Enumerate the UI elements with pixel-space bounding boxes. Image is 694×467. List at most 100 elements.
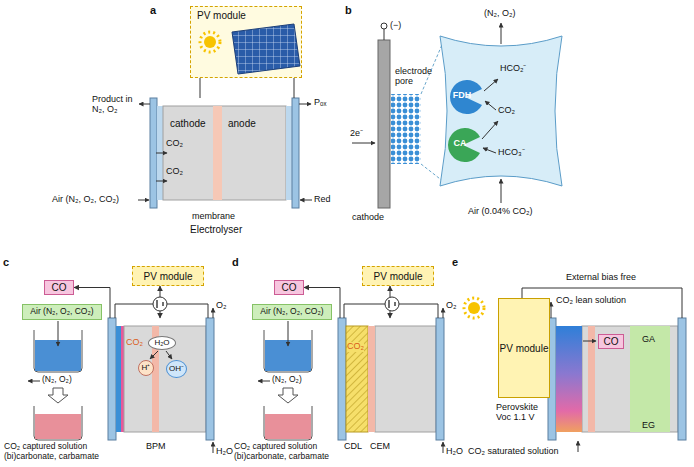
annotation-label: Air (0.04% CO₂) — [468, 206, 533, 216]
capture-beakers — [258, 321, 312, 440]
node-text: H⁺ — [142, 364, 151, 373]
water-oval: H₂O — [148, 336, 176, 350]
panel-e-drawing — [464, 298, 484, 318]
panel-letter: d — [232, 256, 239, 268]
panel-e-drawing — [588, 326, 595, 432]
node-text: CO — [282, 282, 297, 293]
node-text: Air (N₂, O₂, CO₂) — [30, 307, 93, 316]
panel-a-drawing — [156, 153, 167, 154]
pv-module-box: PV module — [498, 298, 550, 398]
panel-b-drawing — [378, 40, 390, 208]
enzyme-shape — [450, 80, 482, 114]
annotation-label: CO₂ — [166, 138, 183, 148]
node-text: BPM — [146, 442, 166, 452]
hydroxide-circle: OH⁻ — [166, 360, 187, 378]
annotation-label: (N₂, O₂) — [42, 375, 72, 385]
panel-a-drawing — [299, 104, 311, 105]
connector — [294, 78, 295, 98]
panel-c-drawing — [108, 318, 116, 440]
electrode-pore: HCO₂⁻CO₂HCO₃⁻FDHCA — [440, 36, 562, 186]
annotation-label: 2e⁻ — [350, 128, 363, 138]
annotation-label: (N₂, O₂) — [484, 8, 515, 18]
panel-b-drawing — [381, 23, 387, 29]
annotation-label: membrane — [192, 211, 235, 221]
panel-e-drawing — [551, 302, 552, 318]
annotation-label: Red — [314, 194, 331, 204]
panel-a-drawing — [150, 98, 157, 208]
node-text: PV module — [500, 343, 549, 354]
panel-b-drawing — [483, 148, 496, 153]
annotation-label: EG — [642, 420, 655, 430]
enzyme-ca: CA — [446, 128, 480, 162]
connector — [200, 78, 201, 98]
node-text: CO — [52, 282, 67, 293]
node-text: HCO₂⁻ — [500, 64, 527, 74]
panel-b-drawing — [352, 23, 562, 208]
panel-c-drawing — [28, 308, 214, 453]
panel-a-drawing — [292, 98, 299, 208]
annotation-label: O₂ — [446, 300, 457, 310]
annotation-label: H₂O — [216, 446, 233, 456]
annotation-label: Perovskite Voc 1.1 V — [496, 402, 550, 422]
annotation-label: (−) — [390, 20, 401, 30]
node-text: PV module — [144, 271, 193, 282]
capture-diffusion-layer: CO₂CDL — [346, 326, 368, 432]
annotation-label: electrode pore — [395, 66, 439, 86]
node-text: CO₂ — [347, 342, 364, 352]
panel-e-drawing — [678, 318, 686, 440]
node-text: OH⁻ — [169, 365, 184, 374]
panel-e-drawing — [468, 302, 480, 314]
node-text: PV module — [197, 10, 246, 21]
annotation-label: CO₂ — [166, 166, 183, 176]
panel-a-drawing — [163, 106, 286, 200]
node-text: PV module — [374, 271, 423, 282]
pv-module-box: PV module — [362, 266, 434, 286]
panel-a-drawing — [300, 200, 312, 201]
node-text: H₂O — [154, 339, 169, 348]
panel-a-drawing — [286, 106, 292, 200]
annotation-label: CO₂ lean solution — [556, 295, 626, 305]
product-box: CO — [44, 280, 74, 295]
electrolyser-cell: CEMCO₂CDL — [338, 318, 444, 440]
annotation-label: CO₂ captured solution (bi)carbonate, car… — [4, 442, 124, 461]
power-source-symbol — [115, 297, 208, 318]
air-box: Air (N₂, O₂, CO₂) — [22, 304, 102, 320]
panel-b-drawing — [484, 79, 498, 91]
panel-d-drawing — [346, 326, 368, 432]
panel-e-drawing — [630, 326, 670, 432]
panel-a-drawing — [138, 6, 312, 208]
product-box: CO — [274, 280, 304, 295]
panel-e-drawing — [556, 326, 582, 432]
annotation-label: cathode — [352, 212, 384, 222]
panel-a-drawing — [232, 24, 300, 74]
annotation-label: CO₂ saturated solution — [468, 446, 559, 456]
pv-module-box: PV module — [132, 266, 204, 286]
panel-d-drawing — [443, 442, 444, 453]
node-text: cathode — [170, 118, 206, 129]
node-text: Air (N₂, O₂, CO₂) — [260, 307, 323, 316]
panel-letter: b — [345, 4, 352, 16]
annotation-label: (N₂, O₂) — [272, 375, 302, 385]
panel-b-drawing — [440, 36, 562, 186]
product-box: CO — [598, 334, 624, 349]
electrolyser-cell: cathodeanodeElectrolyser — [150, 98, 299, 208]
panel-b-drawing — [482, 121, 498, 139]
node-text: CO — [604, 336, 619, 347]
panel-c-drawing — [213, 308, 214, 318]
panel-letter: c — [3, 256, 9, 268]
power-source-symbol — [157, 300, 163, 308]
power-source-symbol — [389, 300, 395, 308]
panel-b-drawing — [485, 101, 496, 110]
panel-a-drawing — [139, 104, 150, 105]
power-source-symbol — [385, 297, 399, 311]
panel-d-drawing — [368, 326, 375, 432]
panel-letter: e — [452, 256, 458, 268]
node-text: FDH — [449, 91, 475, 101]
panel-b-drawing — [384, 29, 385, 40]
enzyme-shape — [448, 128, 480, 162]
annotation-label: Air (N₂, O₂, CO₂) — [52, 194, 119, 204]
panel-a-drawing — [190, 6, 302, 78]
